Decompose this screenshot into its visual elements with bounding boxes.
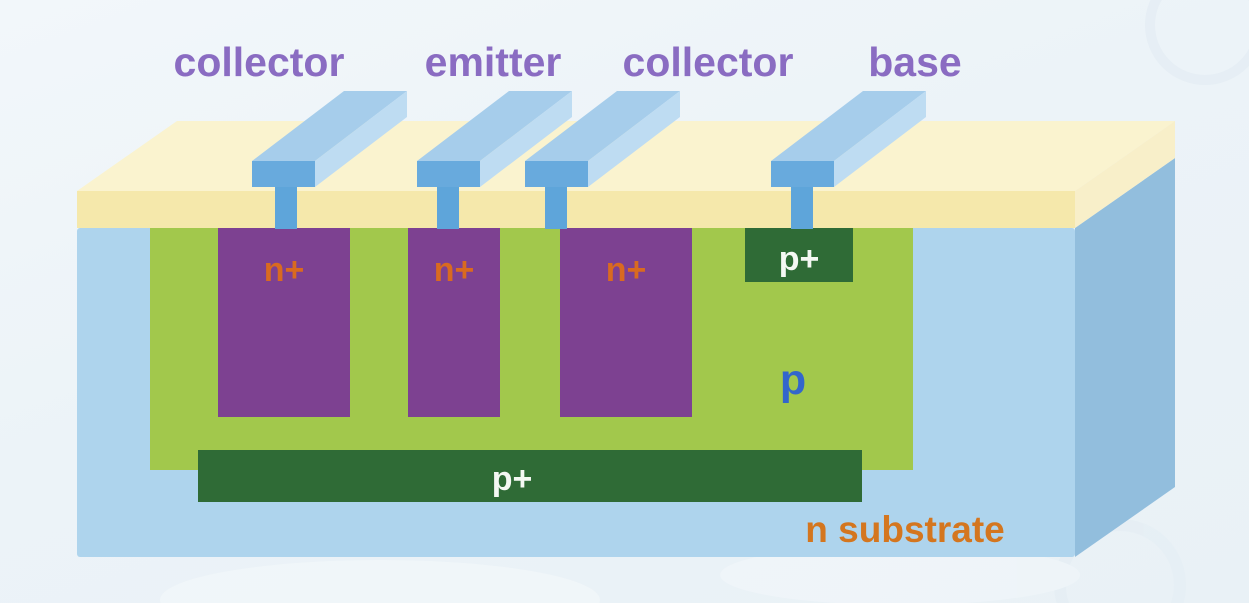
background-watermark (160, 0, 1249, 603)
n-plus-region-collector-right (560, 228, 692, 417)
metal-vias (275, 187, 813, 229)
n-plus-label-emitter: n+ (434, 251, 475, 289)
metal-bar-emitter (417, 91, 572, 187)
n-substrate-label: n substrate (805, 509, 1004, 550)
n-plus-label-collector-left: n+ (264, 251, 305, 289)
p-plus-label-base-contact: p+ (779, 240, 820, 278)
oxide-side-face (1075, 121, 1175, 228)
metal-bar-front-face (771, 161, 834, 187)
terminal-label-emitter: emitter (425, 39, 562, 85)
metal-bar-front-face (252, 161, 315, 187)
n-substrate-side-face (1075, 158, 1175, 557)
n-plus-region-collector-left (218, 228, 350, 417)
n-plus-label-collector-right: n+ (606, 251, 647, 289)
p-plus-label-buried-layer: p+ (492, 460, 533, 498)
terminal-label-base: base (868, 39, 961, 85)
metal-bar-side-face (480, 91, 572, 187)
terminal-label-collector-left: collector (174, 39, 345, 85)
n-plus-region-emitter (408, 228, 500, 417)
terminal-labels: collector emitter collector base (174, 39, 962, 85)
p-well-label: p (780, 356, 806, 404)
metal-bar-top-face (417, 91, 572, 161)
p-plus-buried-layer (198, 450, 862, 502)
region-labels: n+ n+ n+ p+ p p+ n substrate (264, 240, 1005, 550)
via-collector-left (275, 187, 297, 229)
metal-bar-side-face (834, 91, 926, 187)
metal-bar-front-face (525, 161, 588, 187)
p-plus-base-contact-region (745, 228, 853, 282)
via-base (791, 187, 813, 229)
metal-bar-base (771, 91, 926, 187)
metal-bar-top-face (771, 91, 926, 161)
metal-bar-side-face (315, 91, 407, 187)
terminal-label-collector-right: collector (623, 39, 794, 85)
metal-bar-top-face (525, 91, 680, 161)
via-emitter (437, 187, 459, 229)
metal-bar-top-face (252, 91, 407, 161)
oxide-front-face (77, 191, 1075, 228)
via-collector-right (545, 187, 567, 229)
metal-bar-front-face (417, 161, 480, 187)
metal-bar-side-face (588, 91, 680, 187)
metal-bar-collector-right (525, 91, 680, 187)
metal-bar-collector-left (252, 91, 407, 187)
